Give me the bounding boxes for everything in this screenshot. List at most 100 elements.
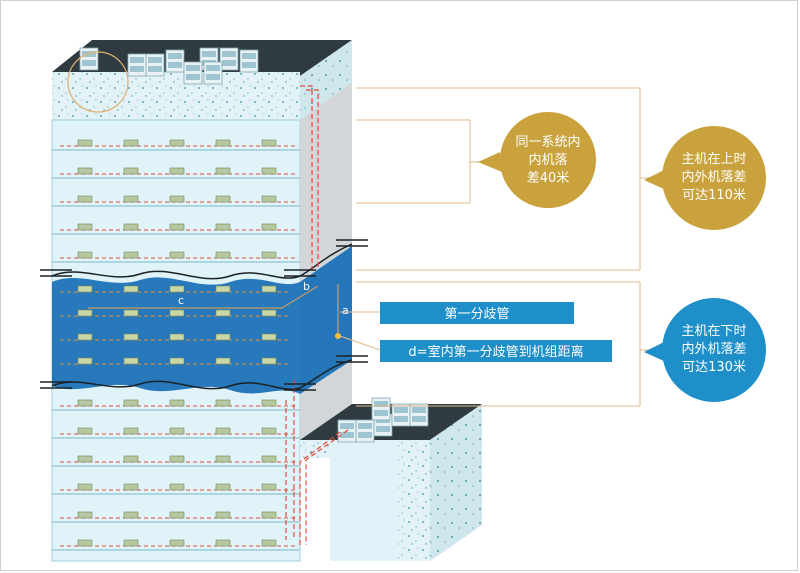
outdoor-unit bbox=[219, 47, 239, 71]
indoor-unit bbox=[77, 139, 93, 147]
roof-unit-highlight bbox=[67, 51, 129, 113]
bubble-top-line3: 可达110米 bbox=[682, 188, 746, 203]
indoor-unit bbox=[123, 309, 139, 317]
outdoor-unit bbox=[145, 53, 165, 77]
outdoor-unit bbox=[79, 47, 99, 71]
outdoor-unit bbox=[409, 403, 429, 427]
indoor-unit bbox=[261, 539, 277, 547]
indoor-unit bbox=[169, 333, 185, 341]
indoor-unit bbox=[215, 399, 231, 407]
indoor-unit bbox=[215, 285, 231, 293]
indoor-unit bbox=[169, 223, 185, 231]
indoor-unit bbox=[215, 251, 231, 259]
indoor-unit bbox=[215, 483, 231, 491]
indoor-unit bbox=[77, 357, 93, 365]
pipe-b-label: b bbox=[303, 280, 310, 293]
indoor-unit bbox=[261, 357, 277, 365]
bubble-bottom-line2: 内外机落差 bbox=[681, 341, 746, 357]
indoor-unit bbox=[215, 455, 231, 463]
bubble-top: 主机在上时 内外机落差 可达110米 bbox=[644, 126, 766, 230]
indoor-unit bbox=[123, 285, 139, 293]
bubble-same-system-line2: 内机落 bbox=[528, 152, 567, 168]
indoor-unit bbox=[123, 455, 139, 463]
bubble-top-line2: 内外机落差 bbox=[681, 169, 746, 185]
indoor-unit bbox=[261, 399, 277, 407]
indoor-unit bbox=[123, 333, 139, 341]
indoor-unit bbox=[215, 539, 231, 547]
indoor-unit bbox=[169, 399, 185, 407]
floor-lines bbox=[52, 139, 300, 551]
indoor-unit bbox=[261, 223, 277, 231]
annex-side bbox=[430, 404, 482, 561]
indoor-unit bbox=[77, 483, 93, 491]
indoor-unit bbox=[123, 539, 139, 547]
pipe-b-line bbox=[281, 285, 319, 309]
indoor-unit bbox=[169, 251, 185, 259]
bubble-top-line1: 主机在上时 bbox=[681, 152, 746, 167]
break-markers bbox=[40, 239, 368, 391]
indoor-unit bbox=[169, 483, 185, 491]
indoor-unit bbox=[123, 195, 139, 203]
distance-def-box bbox=[380, 340, 612, 362]
roof-side bbox=[300, 40, 352, 120]
first-branch-joint bbox=[335, 333, 341, 339]
outdoor-unit bbox=[371, 397, 391, 421]
indoor-unit bbox=[77, 539, 93, 547]
outdoor-unit bbox=[127, 53, 147, 77]
indoor-unit bbox=[215, 195, 231, 203]
annex-front-speckle bbox=[398, 440, 430, 561]
indoor-unit bbox=[169, 427, 185, 435]
refrigerant-pipes bbox=[285, 85, 319, 540]
indoor-unit bbox=[261, 309, 277, 317]
break-line-bottom bbox=[51, 359, 353, 390]
bubble-same-system-line3: 差40米 bbox=[527, 171, 570, 186]
indoor-unit bbox=[169, 195, 185, 203]
indoor-unit bbox=[169, 511, 185, 519]
bubble-same-system-line1: 同一系统内 bbox=[515, 134, 580, 150]
indoor-unit bbox=[77, 399, 93, 407]
bubble-bottom-line1: 主机在下时 bbox=[681, 324, 746, 339]
indoor-unit bbox=[123, 511, 139, 519]
roof-band bbox=[52, 72, 300, 120]
indoor-unit bbox=[215, 333, 231, 341]
indoor-unit bbox=[215, 139, 231, 147]
indoor-unit bbox=[261, 333, 277, 341]
indoor-unit bbox=[261, 251, 277, 259]
indoor-unit bbox=[77, 167, 93, 175]
outdoor-unit bbox=[183, 61, 203, 85]
first-branch-box bbox=[380, 302, 574, 324]
indoor-unit bbox=[261, 455, 277, 463]
indoor-unit bbox=[77, 333, 93, 341]
outdoor-unit bbox=[355, 419, 375, 443]
indoor-unit bbox=[169, 539, 185, 547]
indoor-unit bbox=[123, 223, 139, 231]
indoor-unit bbox=[77, 251, 93, 259]
indoor-unit bbox=[169, 167, 185, 175]
indoor-unit bbox=[169, 357, 185, 365]
indoor-unit bbox=[77, 309, 93, 317]
indoor-unit bbox=[77, 285, 93, 293]
indoor-unit bbox=[215, 223, 231, 231]
annex-pipes bbox=[299, 429, 349, 545]
outdoor-unit bbox=[391, 403, 411, 427]
indoor-unit bbox=[77, 455, 93, 463]
indoor-unit bbox=[261, 427, 277, 435]
outdoor-unit bbox=[203, 61, 223, 85]
indoor-unit bbox=[215, 357, 231, 365]
pipe-a-label: a bbox=[342, 304, 349, 317]
indoor-unit bbox=[261, 195, 277, 203]
indoor-unit bbox=[123, 139, 139, 147]
indoor-unit bbox=[169, 309, 185, 317]
pipe-c-label: c bbox=[178, 294, 184, 307]
roof-outdoor-units bbox=[79, 47, 259, 85]
indoor-unit bbox=[123, 167, 139, 175]
outdoor-unit bbox=[239, 49, 259, 73]
indoor-unit bbox=[215, 309, 231, 317]
indoor-unit bbox=[77, 427, 93, 435]
indoor-unit bbox=[215, 427, 231, 435]
distance-def-text: d=室内第一分歧管到机组距离 bbox=[408, 344, 583, 360]
indoor-unit bbox=[77, 511, 93, 519]
blue-floor-units bbox=[60, 285, 290, 365]
indoor-unit bbox=[169, 285, 185, 293]
